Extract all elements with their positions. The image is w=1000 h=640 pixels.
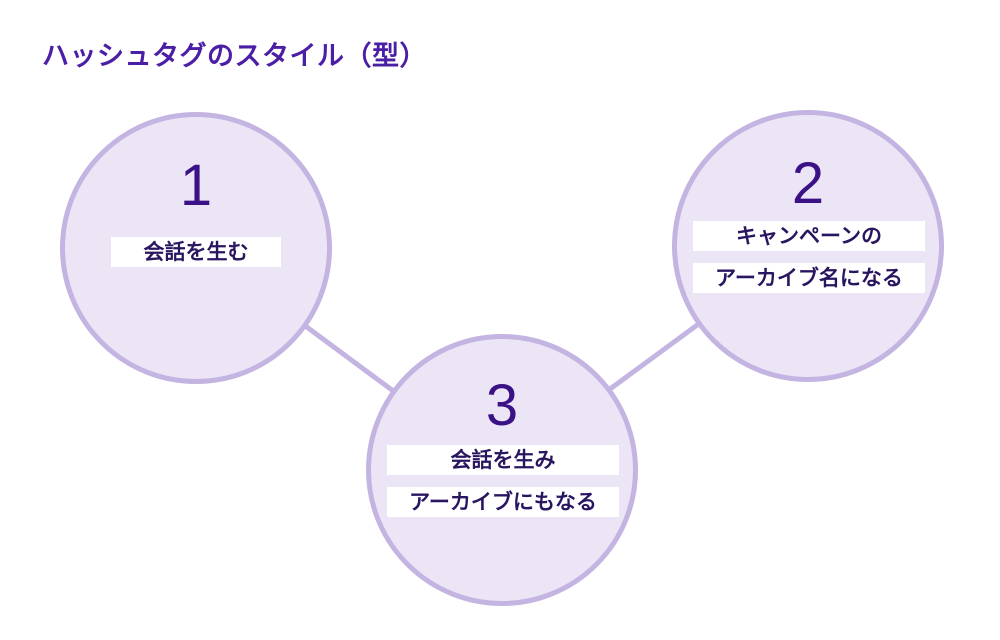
connector-line-1-3	[298, 319, 402, 399]
step-number: 1	[179, 153, 213, 218]
step-label-line-1: 会話を生み	[387, 445, 619, 475]
step-circle-2: 2 キャンペーンの アーカイブ名になる	[672, 110, 944, 382]
connector-line-3-2	[604, 317, 706, 395]
step-circle-1: 1 会話を生む	[60, 112, 332, 384]
step-label-line-2: アーカイブ名になる	[693, 263, 925, 293]
page-title: ハッシュタグのスタイル（型）	[42, 41, 427, 72]
step-number: 2	[791, 151, 825, 216]
step-label-line-2: アーカイブにもなる	[387, 487, 619, 517]
step-label-line-1: キャンペーンの	[693, 221, 925, 251]
step-circle-3: 3 会話を生み アーカイブにもなる	[366, 334, 638, 606]
step-number: 3	[485, 373, 519, 438]
step-label: 会話を生む	[111, 237, 281, 267]
